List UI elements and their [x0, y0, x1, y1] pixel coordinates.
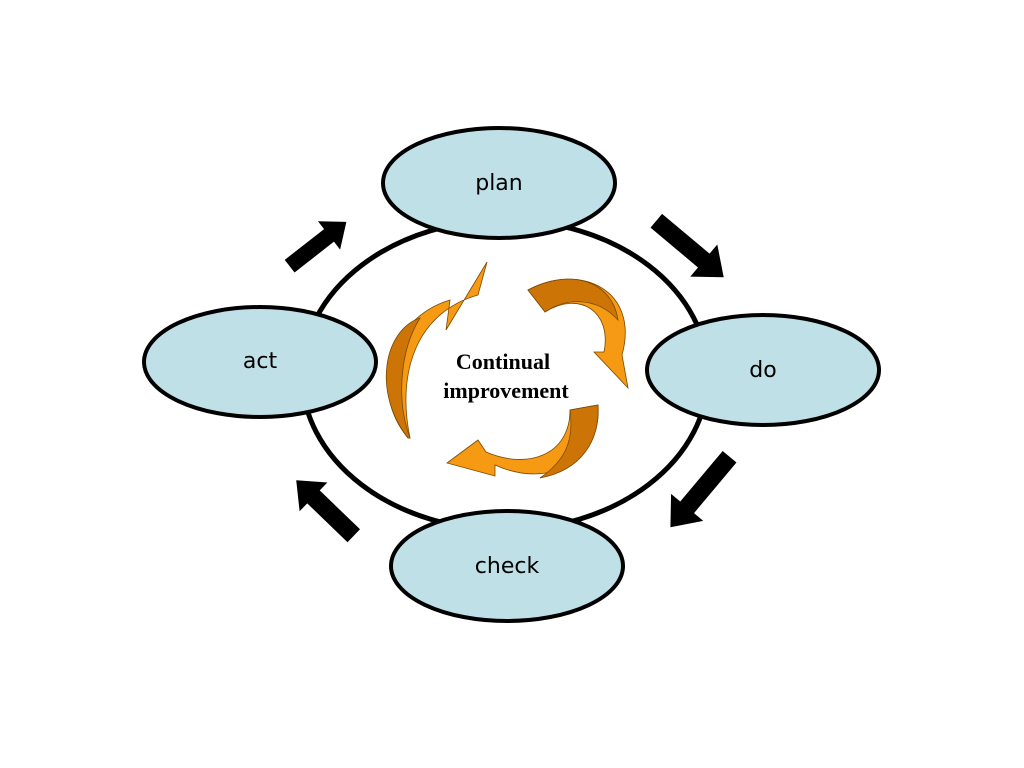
node-act-shape: [142, 305, 378, 419]
arrow-up-right-icon: [284, 221, 347, 273]
node-do-shape: [645, 313, 881, 427]
arrow-check-to-act: [296, 480, 361, 543]
node-act-label: act: [243, 349, 278, 374]
arrow-down-left-icon: [670, 450, 737, 528]
node-plan: plan: [381, 126, 617, 240]
center-label-line1: Continual: [456, 349, 550, 374]
swirl-arrow-right-shadow: [527, 278, 619, 322]
swirl-arrow-left-shadow: [385, 317, 421, 439]
arrow-down-right-icon: [650, 213, 724, 278]
node-plan-shape: [381, 126, 617, 240]
node-act: act: [142, 305, 378, 419]
node-check-shape: [389, 509, 625, 623]
center-label-line2: improvement: [443, 378, 569, 403]
arrow-plan-to-do: [650, 213, 724, 278]
node-plan-label: plan: [475, 171, 523, 196]
swirl-arrow-bottom-shadow: [539, 404, 599, 479]
arrow-act-to-plan: [284, 221, 347, 273]
node-do: do: [645, 313, 881, 427]
node-do-label: do: [749, 358, 776, 383]
node-check-label: check: [475, 554, 540, 579]
arrow-up-left-icon: [296, 480, 361, 543]
arrow-do-to-check: [670, 450, 737, 528]
node-check: check: [389, 509, 625, 623]
continual-improvement-swirl-icon: [385, 261, 629, 479]
